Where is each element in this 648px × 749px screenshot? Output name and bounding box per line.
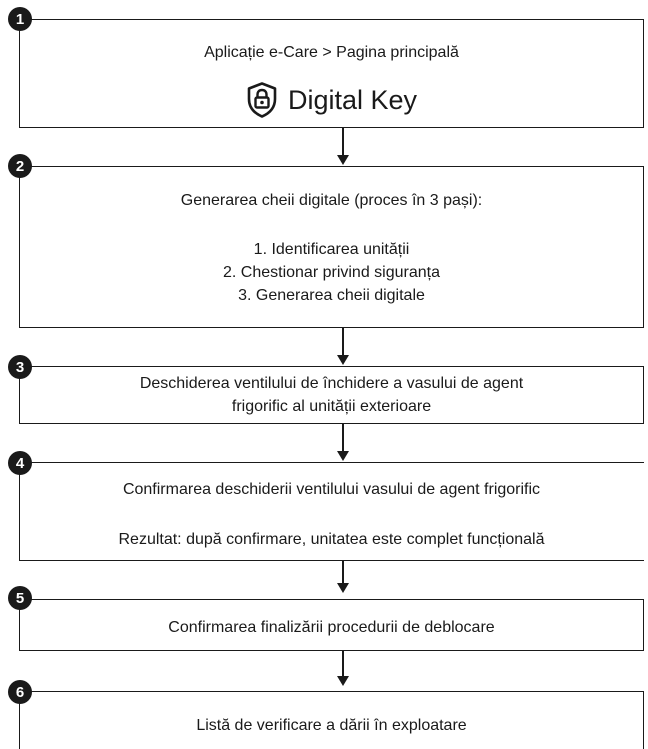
step-3-line-2: frigorific al unității exterioare xyxy=(231,398,432,415)
step-6-badge: 6 xyxy=(8,680,32,704)
step-4-line-1: Confirmarea deschiderii ventilului vasul… xyxy=(122,481,541,498)
step-1-text: Aplicație e-Care > Pagina principală xyxy=(204,44,459,61)
digital-key-label: Digital Key xyxy=(287,85,418,115)
shield-lock-icon xyxy=(247,82,277,118)
step-2-item-2: 2. Chestionar privind siguranța xyxy=(222,264,440,281)
step-1-badge: 1 xyxy=(8,7,32,31)
step-3-badge: 3 xyxy=(8,355,32,379)
step-3-box xyxy=(19,366,644,424)
step-3-line-1: Deschiderea ventilului de închidere a va… xyxy=(139,375,524,392)
step-4-badge: 4 xyxy=(8,451,32,475)
step-4-box xyxy=(19,462,644,561)
step-6-text: Listă de verificare a dării în exploatar… xyxy=(196,717,467,734)
step-2-title: Generarea cheii digitale (proces în 3 pa… xyxy=(180,192,483,209)
step-2-box xyxy=(19,166,644,328)
digital-key-row: Digital Key xyxy=(19,82,644,118)
step-6-box xyxy=(19,691,644,749)
step-1-box xyxy=(19,19,644,128)
step-5-box xyxy=(19,599,644,651)
step-5-badge: 5 xyxy=(8,586,32,610)
step-2-item-3: 3. Generarea cheii digitale xyxy=(238,287,425,304)
step-4-line-2: Rezultat: după confirmare, unitatea este… xyxy=(118,531,545,548)
step-2-badge: 2 xyxy=(8,154,32,178)
step-5-text: Confirmarea finalizării procedurii de de… xyxy=(168,619,495,636)
step-2-item-1: 1. Identificarea unității xyxy=(253,241,410,258)
